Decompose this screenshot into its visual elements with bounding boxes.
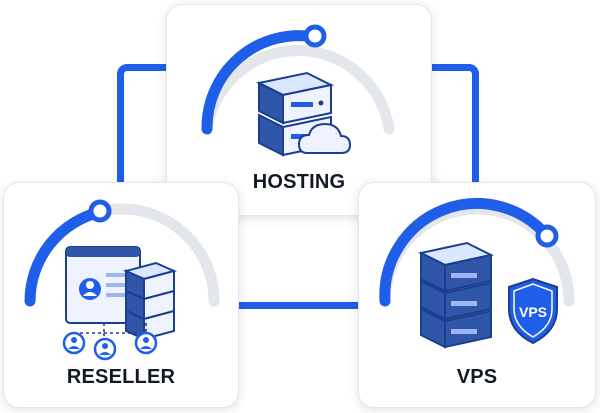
hosting-gauge bbox=[201, 24, 395, 157]
hosting-label: HOSTING bbox=[252, 171, 346, 193]
vps-label: VPS bbox=[456, 366, 498, 388]
user-icon bbox=[93, 337, 117, 361]
user-icon bbox=[134, 331, 158, 355]
reseller-dashboard-icon bbox=[62, 246, 177, 361]
reseller-card[interactable]: RESELLER bbox=[3, 182, 239, 408]
reseller-gauge bbox=[24, 199, 220, 361]
vps-shield-icon: VPS bbox=[418, 241, 558, 349]
vps-card[interactable]: VPS VPS bbox=[358, 182, 596, 408]
reseller-label: RESELLER bbox=[66, 366, 176, 388]
user-icon bbox=[62, 331, 86, 355]
hosting-card[interactable]: HOSTING bbox=[166, 4, 432, 216]
server-cloud-icon bbox=[255, 71, 352, 157]
vps-badge-text: VPS bbox=[519, 304, 547, 320]
vps-gauge: VPS bbox=[379, 198, 575, 349]
